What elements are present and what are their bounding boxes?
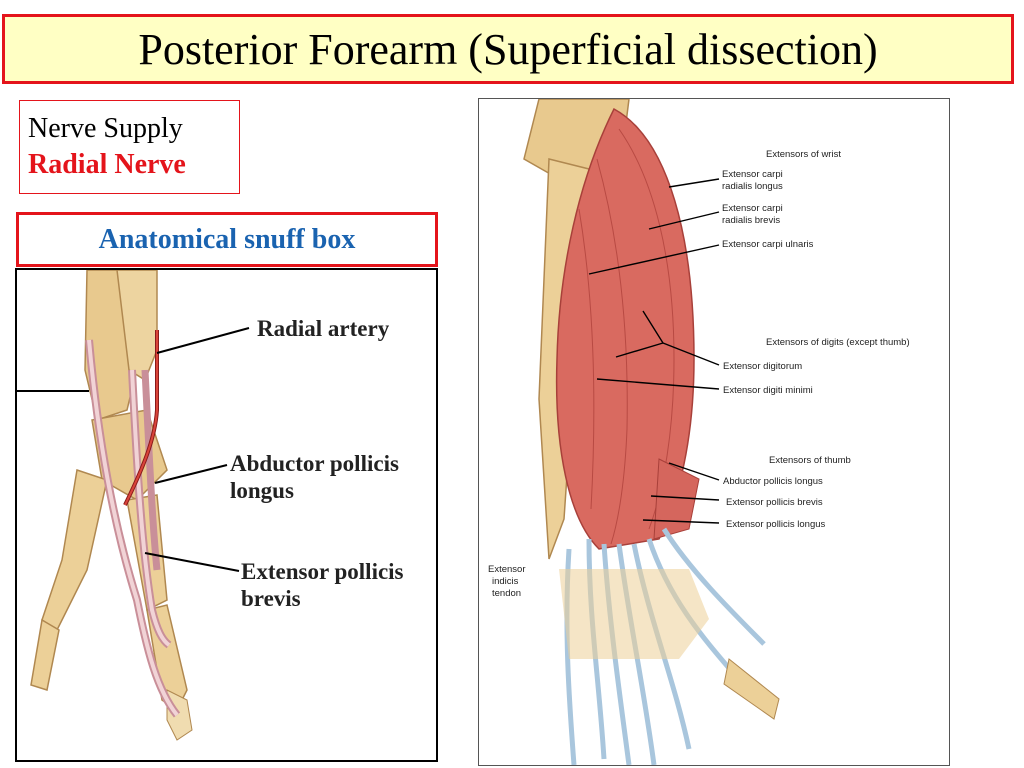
leader-lines <box>588 178 720 524</box>
label-epb-line2: brevis <box>241 586 301 611</box>
label-apl-line1: Abductor pollicis <box>230 451 399 476</box>
label-ei-line1: Extensor <box>488 564 526 575</box>
thumb-metacarpal <box>41 469 108 632</box>
label-ecrl-line2: radialis longus <box>722 181 783 192</box>
label-ei-line3: tendon <box>492 588 521 599</box>
label-ecrl-line1: Extensor carpi <box>722 169 783 180</box>
label-epb: Extensor pollicis brevis <box>726 497 823 508</box>
label-epb-line1: Extensor pollicis <box>241 559 404 584</box>
extensor-muscle-group <box>555 107 695 550</box>
label-radial-artery: Radial artery <box>257 316 390 341</box>
nerve-name: Radial Nerve <box>28 149 186 180</box>
snuff-box-heading: Anatomical snuff box <box>98 223 356 255</box>
hand-bones <box>559 569 709 659</box>
label-edm: Extensor digiti minimi <box>723 385 813 396</box>
slide-title: Posterior Forearm (Superficial dissectio… <box>138 24 878 74</box>
leader-line-epb <box>144 552 240 572</box>
snuff-box-heading-box: Anatomical snuff box <box>16 212 438 267</box>
slide-title-box: Posterior Forearm (Superficial dissectio… <box>2 14 1014 84</box>
posterior-forearm-illustration: Extensors of wrist Extensor carpi radial… <box>478 98 950 766</box>
label-ed: Extensor digitorum <box>723 361 802 372</box>
index-fingertip <box>166 689 193 741</box>
thumb-bone <box>723 658 780 720</box>
label-epl: Extensor pollicis longus <box>726 519 826 530</box>
label-ecrb-line2: radialis brevis <box>722 215 780 226</box>
label-extensors-of-digits: Extensors of digits (except thumb) <box>766 337 910 348</box>
label-apl-line2: longus <box>230 478 294 503</box>
snuff-box-illustration: Radial artery Abductor pollicis longus E… <box>15 268 438 762</box>
label-extensors-of-thumb: Extensors of thumb <box>769 455 851 466</box>
nerve-supply-box: Nerve Supply Radial Nerve <box>19 100 240 194</box>
leader-line-apl <box>154 464 228 484</box>
label-extensors-of-wrist: Extensors of wrist <box>766 149 841 160</box>
label-apl: Abductor pollicis longus <box>723 476 823 487</box>
label-ecu: Extensor carpi ulnaris <box>722 239 814 250</box>
thumb-extensor-muscles <box>653 458 700 540</box>
snuff-box-drawing: Radial artery Abductor pollicis longus E… <box>17 270 404 741</box>
nerve-supply-heading: Nerve Supply <box>28 113 183 144</box>
leader-line-radial-artery <box>156 327 250 354</box>
ulna-bone <box>116 270 158 382</box>
posterior-forearm-drawing: Extensors of wrist Extensor carpi radial… <box>488 99 910 765</box>
label-ei-line2: indicis <box>492 576 519 587</box>
thumb-phalanx <box>30 618 60 691</box>
label-ecrb-line1: Extensor carpi <box>722 203 783 214</box>
epl-tendon <box>141 369 161 571</box>
